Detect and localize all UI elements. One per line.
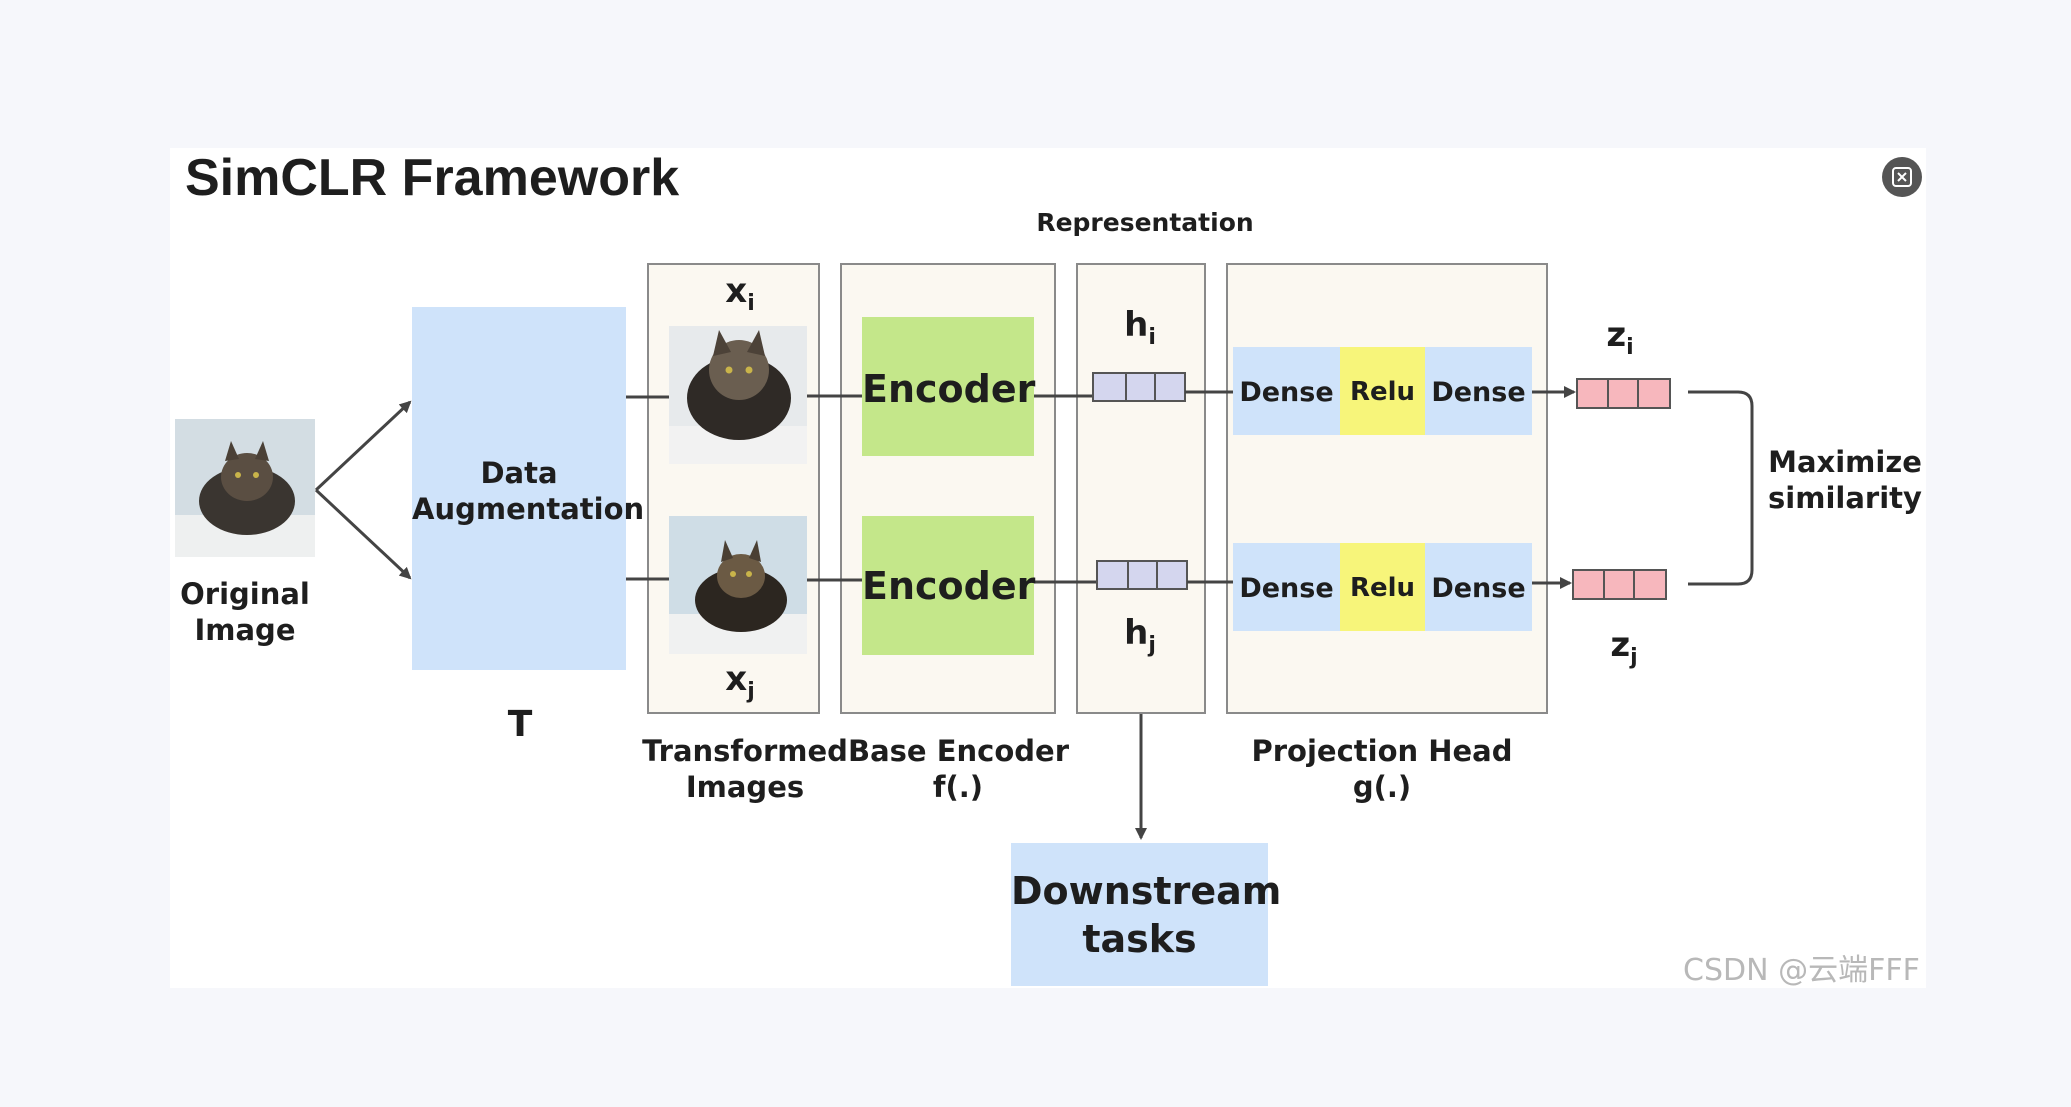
dense-box-top-1 (1233, 347, 1340, 435)
maximize-similarity-label: Maximize similarity (1768, 445, 1922, 516)
dense-box-bottom-1 (1233, 543, 1340, 631)
transformed-cat-image-bottom (669, 516, 807, 654)
expand-button[interactable] (1882, 157, 1922, 197)
transformed-images-label: Transformed Images (642, 734, 848, 805)
projection-head-panel (1226, 263, 1548, 714)
h-i-label: hi (1124, 305, 1156, 350)
encoder-top-label: Encoder (862, 367, 1036, 411)
dense-top-2-label: Dense (1431, 377, 1526, 408)
t-label: T (507, 704, 533, 745)
downstream-tasks-label: Downstream tasks (1011, 869, 1282, 961)
arrow-to-augmentation-bottom (314, 488, 412, 580)
similarity-bracket (1688, 390, 1754, 586)
h-j-vector (1096, 560, 1188, 590)
relu-box-top (1340, 347, 1425, 435)
transformed-cat-image-top (669, 326, 807, 464)
original-image-label: Original Image (180, 577, 310, 648)
x-j-label: xj (725, 659, 755, 704)
expand-icon (1892, 167, 1912, 187)
h-i-vector (1092, 372, 1186, 402)
dense-bottom-2-label: Dense (1431, 573, 1526, 604)
projection-head-label: Projection Head g(.) (1251, 734, 1513, 805)
base-encoder-label: Base Encoder f(.) (848, 734, 1069, 805)
original-cat-image (175, 419, 315, 557)
dense-box-bottom-2 (1425, 543, 1532, 631)
page-title: SimCLR Framework (185, 149, 680, 207)
relu-box-bottom (1340, 543, 1425, 631)
encoder-bottom-label: Encoder (862, 564, 1036, 608)
encoder-box-bottom (862, 516, 1034, 655)
x-i-label: xi (725, 271, 755, 316)
encoder-box-top (862, 317, 1034, 456)
relu-top-label: Relu (1349, 377, 1416, 407)
z-j-label: zj (1610, 625, 1638, 670)
h-j-label: hj (1124, 613, 1156, 658)
data-augmentation-box (412, 307, 626, 670)
representation-panel (1076, 263, 1206, 714)
downstream-tasks-box (1011, 843, 1268, 986)
relu-bottom-label: Relu (1349, 573, 1416, 603)
arrow-to-augmentation-top (314, 400, 412, 492)
dense-box-top-2 (1425, 347, 1532, 435)
z-i-label: zi (1606, 315, 1634, 360)
data-augmentation-label: Data Augmentation (412, 456, 645, 527)
z-j-vector (1572, 569, 1667, 600)
representation-label: Representation (1036, 208, 1254, 237)
dense-top-1-label: Dense (1239, 377, 1334, 408)
watermark: CSDN @云端FFF (1683, 953, 1920, 988)
dense-bottom-1-label: Dense (1239, 573, 1334, 604)
z-i-vector (1576, 378, 1671, 409)
